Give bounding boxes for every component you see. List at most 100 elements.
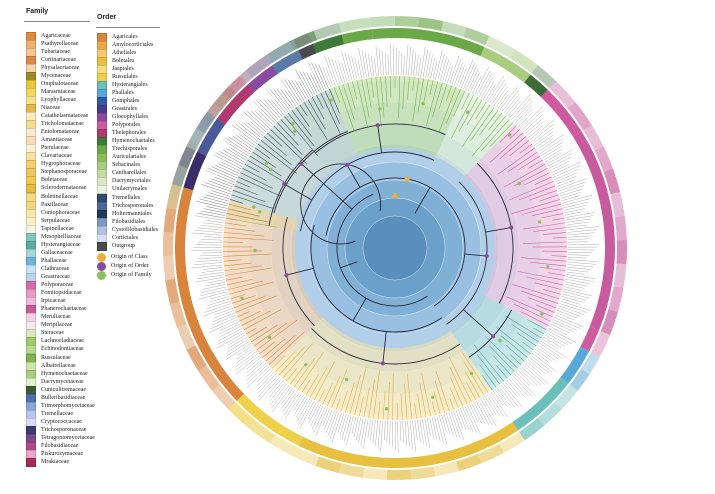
family-origin-marker — [466, 110, 470, 114]
tip-label — [302, 70, 316, 95]
tip-label — [539, 342, 563, 359]
family-ring-segment — [198, 365, 221, 391]
tip-label — [236, 345, 253, 357]
tip-branch — [363, 388, 370, 418]
family-origin-marker — [507, 133, 512, 137]
tip-label — [191, 232, 223, 236]
family-ring-segment — [176, 323, 196, 350]
tip-label — [566, 266, 591, 270]
tip-branch — [344, 382, 355, 413]
family-ring-segment — [178, 146, 196, 169]
order-ring-segment — [298, 422, 519, 469]
order-ring-segment — [480, 47, 531, 83]
tip-label — [325, 410, 335, 434]
tip-label — [246, 366, 270, 389]
order-ring-segment — [236, 393, 303, 446]
tip-label — [268, 380, 284, 398]
tip-branch — [289, 363, 307, 385]
tip-branch — [309, 367, 328, 398]
tip-branch — [518, 185, 556, 201]
tip-branch — [489, 132, 524, 163]
family-ring-shade — [169, 301, 187, 328]
tip-label — [210, 190, 230, 197]
family-ring-shade — [265, 39, 298, 64]
family-ring-segment — [485, 36, 515, 58]
tip-branch — [434, 381, 446, 413]
legend-label: Paxillaceae — [41, 201, 69, 208]
tip-label — [451, 58, 462, 85]
tip-label — [414, 419, 418, 440]
tip-label — [246, 364, 268, 385]
tip-label — [315, 407, 328, 437]
legend-label: Stephanosporaceae — [41, 169, 87, 176]
tip-label — [560, 298, 580, 305]
marker-dot — [97, 270, 106, 280]
tip-label — [227, 334, 246, 346]
tip-label — [425, 52, 431, 78]
legend-label: Corticiales — [112, 234, 138, 241]
legend-label: Cryptococcaceae — [41, 418, 82, 425]
tip-label — [268, 378, 282, 394]
tip-label — [271, 386, 292, 413]
internal-branch — [286, 267, 314, 276]
tip-label — [508, 378, 525, 397]
tip-label — [499, 86, 519, 111]
legend-label: Entolomataceae — [41, 129, 80, 136]
tip-branch — [492, 355, 512, 376]
legend-label: Gallaceaceae — [41, 249, 73, 256]
legend-label: Agaricaceae — [41, 32, 71, 39]
marker-dot — [97, 252, 106, 262]
family-origin-marker — [431, 395, 435, 399]
tip-branch — [431, 401, 436, 416]
tip-label — [322, 66, 332, 88]
tip-label — [559, 185, 585, 194]
tip-branch — [245, 327, 257, 335]
tip-label — [432, 61, 438, 80]
tip-label — [524, 362, 549, 384]
tip-label — [473, 401, 486, 425]
family-ring-segment — [591, 331, 611, 357]
tip-label — [272, 88, 291, 111]
tip-branch — [505, 315, 542, 339]
tip-branch — [480, 119, 510, 152]
tip-label — [405, 44, 409, 76]
tip-label — [502, 383, 523, 408]
order-ring-segment — [524, 74, 548, 97]
tip-label — [207, 192, 230, 199]
tip-label — [542, 145, 563, 159]
family-ring-segment — [567, 101, 592, 131]
order-origin-marker — [284, 273, 289, 278]
tip-label — [547, 153, 572, 167]
tip-label — [195, 276, 225, 283]
tip-label — [308, 403, 319, 423]
family-origin-marker — [540, 312, 544, 316]
tip-label — [242, 122, 262, 139]
tip-label — [462, 407, 474, 432]
tip-label — [471, 402, 482, 424]
family-item-53: Mrakiaceae — [26, 458, 69, 468]
tip-label — [258, 375, 279, 397]
legend-label: Boletales — [112, 57, 135, 64]
tip-branch — [412, 77, 415, 91]
tip-branch — [268, 331, 305, 366]
family-ring-shade — [418, 17, 444, 31]
tip-branch — [462, 104, 491, 147]
tip-label — [294, 396, 306, 415]
tip-label — [297, 398, 311, 422]
tip-label — [338, 61, 346, 83]
family-ring-shade — [222, 75, 247, 100]
tree-branches — [223, 76, 567, 420]
legend-label: Jaapiales — [112, 65, 134, 72]
tip-label — [197, 227, 223, 231]
family-ring-segment — [594, 146, 614, 173]
tip-label — [531, 123, 554, 142]
family-origin-marker — [293, 129, 297, 133]
tip-label — [409, 420, 413, 450]
internal-branch — [300, 163, 382, 245]
family-ring-segment — [315, 456, 342, 474]
clade-wedge — [271, 317, 492, 420]
tip-branch — [512, 284, 560, 300]
family-origin-marker — [421, 102, 425, 106]
legend-label: Polyporaceae — [41, 282, 74, 289]
tip-label — [200, 238, 223, 241]
